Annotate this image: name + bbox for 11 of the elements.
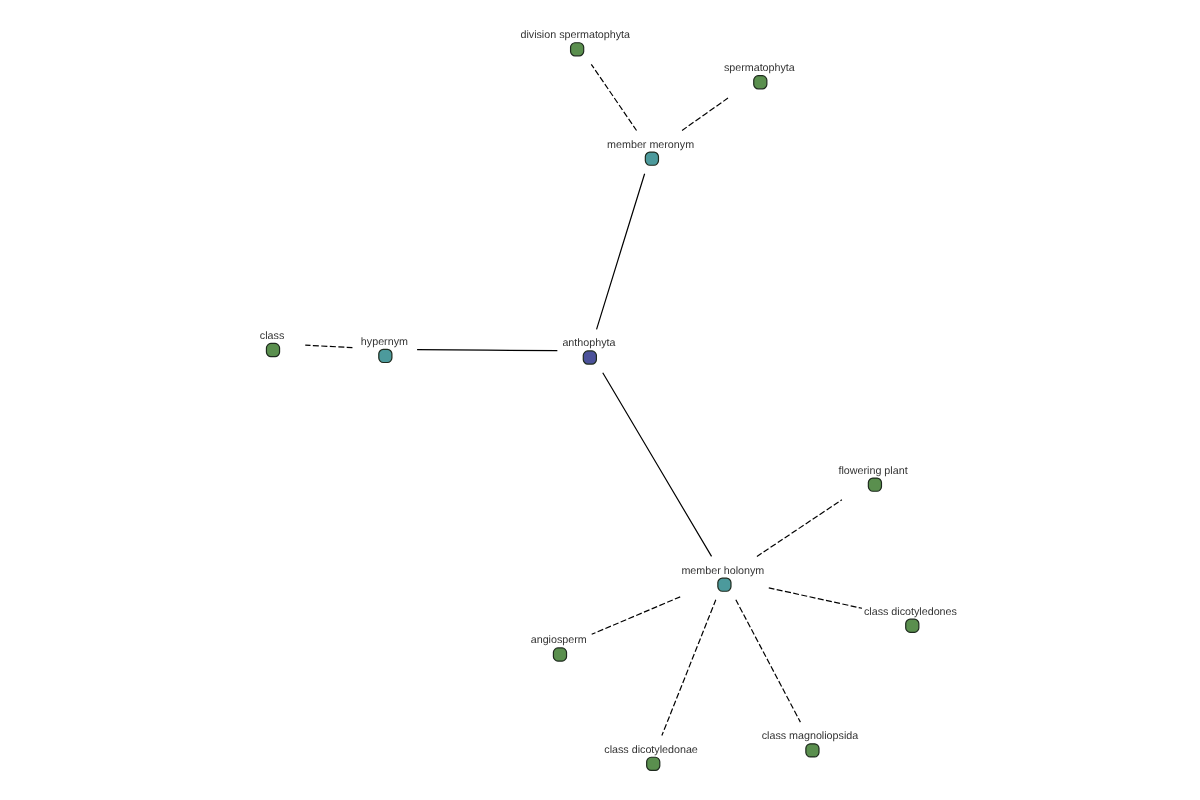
connector [660,599,716,737]
connector [734,599,800,723]
connector [415,349,557,352]
connector [601,372,712,557]
connector [303,344,353,349]
connector [590,596,680,635]
connector [755,499,842,558]
connector [680,96,729,131]
connector [594,173,645,330]
connector [589,63,637,132]
connector [767,587,862,609]
